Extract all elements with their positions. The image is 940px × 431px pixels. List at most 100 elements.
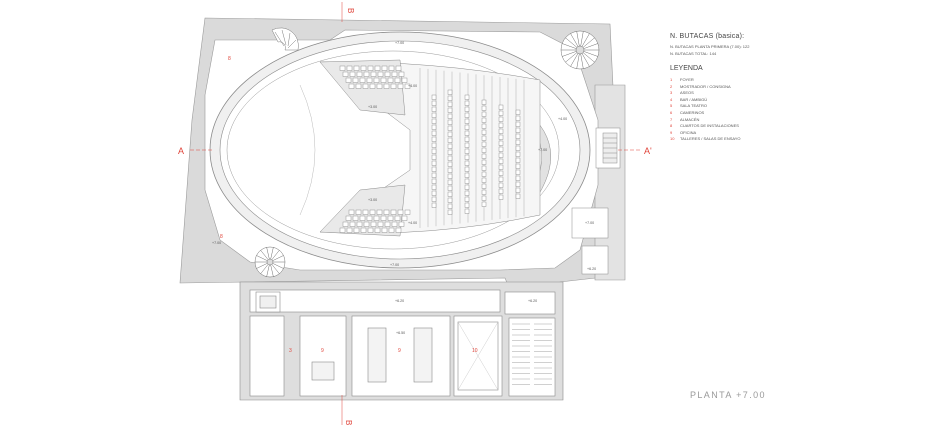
seat (464, 184, 470, 190)
box-seat (339, 65, 346, 71)
box-seat (369, 209, 376, 215)
stair-tread (260, 250, 269, 260)
stair-tread (266, 264, 270, 277)
box-seat (380, 215, 387, 221)
seat (498, 134, 504, 140)
box-seat (391, 71, 398, 77)
seat (498, 182, 504, 188)
main-seats (431, 89, 521, 215)
box-seat (398, 221, 405, 227)
box-seat (397, 209, 404, 215)
seat (431, 130, 437, 136)
lower-box-seats (319, 184, 411, 237)
legend-item-number: 2 (670, 83, 673, 89)
seat (464, 130, 470, 136)
seat (447, 173, 453, 179)
seat (481, 99, 487, 105)
box-seat (346, 227, 353, 233)
stair-tread (270, 247, 274, 260)
seat (431, 202, 437, 208)
legend-panel: N. BUTACAS (basica): N. BUTACAS PLANTA P… (670, 33, 930, 143)
seat (431, 190, 437, 196)
seat (447, 131, 453, 137)
box-seat (353, 65, 360, 71)
legend-item-label: MOSTRADOR / CONSIGNA (680, 83, 731, 89)
box-seat (355, 83, 362, 89)
seat (431, 154, 437, 160)
seat (464, 160, 470, 166)
seat (515, 145, 521, 151)
seat (481, 189, 487, 195)
seat (498, 176, 504, 182)
box-seat (383, 209, 390, 215)
seat (515, 181, 521, 187)
level-corridor-right: +6.20 (528, 299, 537, 303)
box-seat (342, 221, 349, 227)
seat (481, 105, 487, 111)
legend-item-number: 9 (670, 129, 673, 135)
level-corridor: +6.20 (395, 299, 404, 303)
seat (464, 178, 470, 184)
seat (515, 163, 521, 169)
seat (447, 107, 453, 113)
level-bottom-gallery: +7.00 (390, 263, 399, 267)
box-seat (397, 83, 404, 89)
seat (464, 124, 470, 130)
stair-tread (580, 31, 584, 47)
level-right-corner: +7.00 (585, 221, 594, 225)
seat (431, 148, 437, 154)
spiral-stair-top-left (271, 27, 299, 51)
legend-item-number: 3 (670, 90, 673, 96)
box-seat (388, 65, 395, 71)
seat (498, 158, 504, 164)
level-office: +6.50 (396, 331, 405, 335)
box-seat (363, 71, 370, 77)
box-seat (387, 215, 394, 221)
box-seat (366, 215, 373, 221)
stair-tread (582, 52, 595, 63)
box-seat (377, 221, 384, 227)
box-seat (370, 221, 377, 227)
legend-item-label: SALA TEATRO (680, 103, 707, 109)
seats-first-floor: N. BUTACAS PLANTA PRIMERA (7.00): 122 (670, 44, 750, 49)
seat (515, 193, 521, 199)
stair-tread (565, 37, 578, 48)
box-seat (348, 209, 355, 215)
box-seat (373, 77, 380, 83)
sheet-title: PLANTA +7.00 (690, 390, 766, 400)
box-seat (360, 227, 367, 233)
section-a-left: A (178, 146, 184, 156)
seat (447, 113, 453, 119)
seat (447, 95, 453, 101)
stair-tread (581, 33, 590, 47)
section-lines (190, 2, 642, 425)
seat (447, 137, 453, 143)
legend-item-number: 4 (670, 96, 673, 102)
seat (447, 191, 453, 197)
legend-item-label: ASEOS (680, 90, 694, 96)
seat (431, 136, 437, 142)
room-3: 3 (289, 348, 292, 354)
seat (515, 151, 521, 157)
stair-tread (581, 53, 590, 67)
seat (481, 159, 487, 165)
box-seat (373, 215, 380, 221)
stage-arc (299, 84, 316, 216)
box-seat (387, 77, 394, 83)
seat (498, 188, 504, 194)
seat (481, 201, 487, 207)
stair-tread (272, 263, 284, 269)
legend-item-number: 7 (670, 116, 673, 122)
box-seat (401, 77, 408, 83)
box-seat (377, 71, 384, 77)
seat (464, 100, 470, 106)
seat (447, 149, 453, 155)
box-seat (362, 83, 369, 89)
legend-item-number: 1 (670, 77, 673, 82)
seat (431, 184, 437, 190)
box-seat (390, 209, 397, 215)
box-seat (356, 221, 363, 227)
